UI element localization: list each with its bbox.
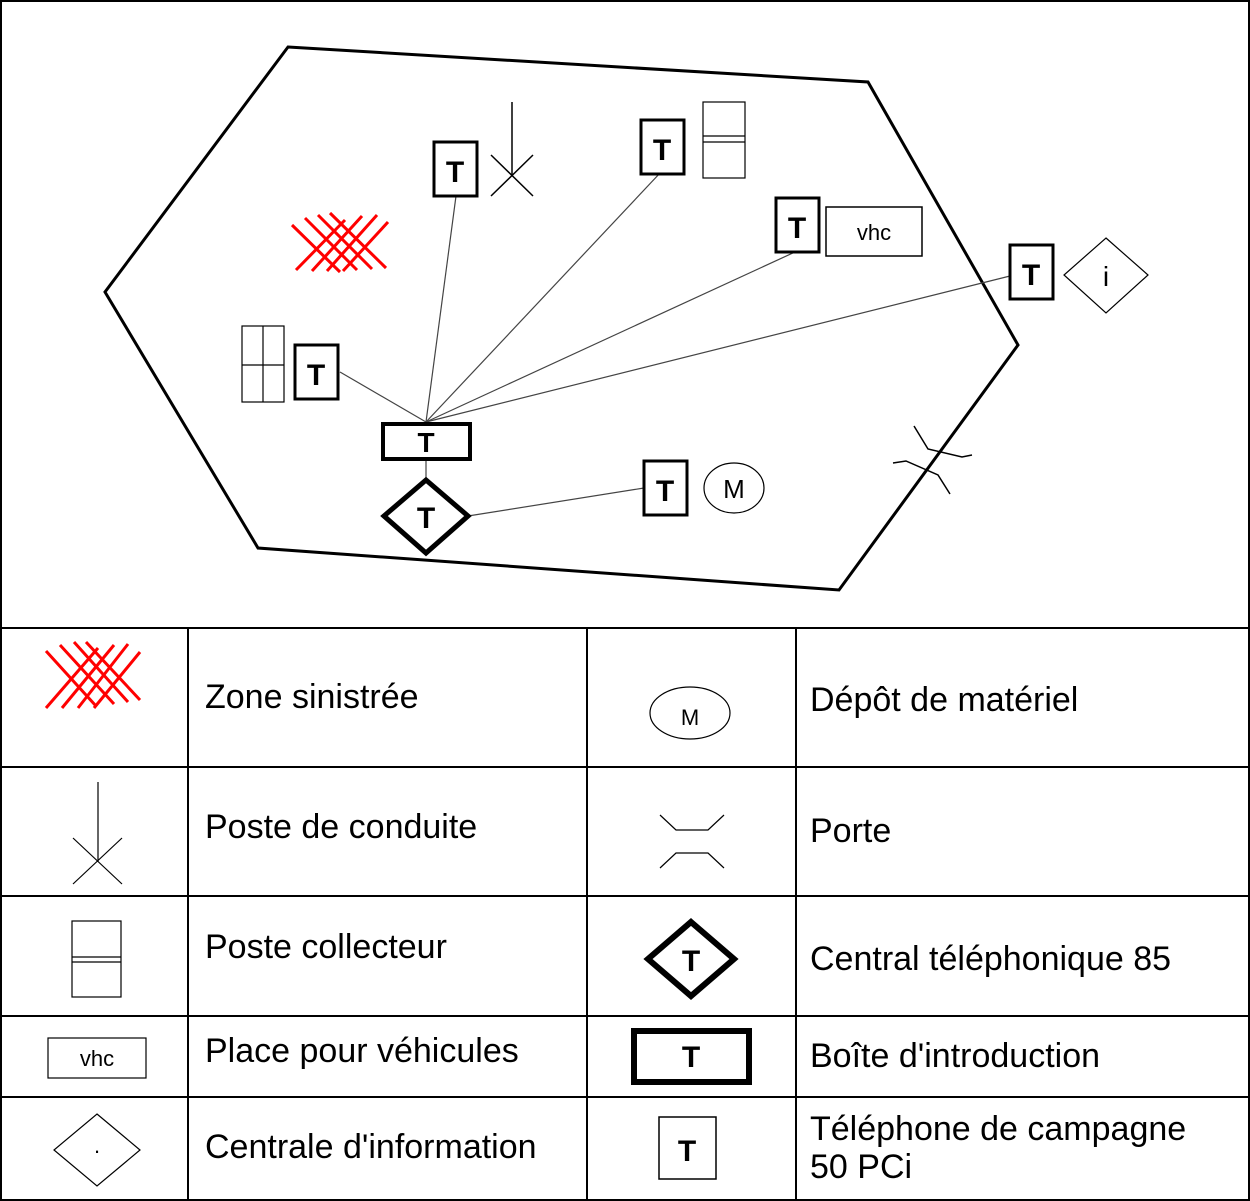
telephone-icon: T (293, 343, 340, 401)
zone-sinistree-symbol (290, 211, 390, 274)
legend-info-symbol: · (53, 1113, 141, 1187)
centrale-information-symbol: i (1063, 237, 1149, 314)
svg-text:T: T (417, 427, 434, 458)
legend-label-poste-conduite: Poste de conduite (205, 808, 478, 846)
legend-poste-conduite-symbol (72, 782, 123, 885)
legend-poste-collecteur-symbol (71, 920, 122, 998)
legend-boite-introduction-symbol: T (631, 1028, 752, 1085)
svg-text:·: · (93, 1138, 100, 1163)
legend-porte-symbol (659, 814, 725, 869)
building-outline (103, 45, 1020, 592)
legend-label-centrale-information: Centrale d'information (205, 1128, 537, 1166)
legend-label-zone-sinistree: Zone sinistrée (205, 678, 419, 716)
place-vehicules-symbol: vhc (825, 206, 923, 257)
legend-label-place-vehicules: Place pour véhicules (205, 1032, 519, 1070)
legend-central-telephonique-symbol: T (643, 918, 739, 1000)
legend-label-central-telephonique: Central téléphonique 85 (810, 940, 1172, 978)
svg-text:T: T (307, 359, 325, 392)
poste-collecteur-4-symbol (241, 325, 285, 403)
svg-text:i: i (1103, 261, 1109, 292)
depot-materiel-symbol: M (703, 462, 765, 514)
legend-telephone-symbol: T (658, 1116, 717, 1180)
poste-collecteur-symbol (702, 101, 746, 179)
svg-text:T: T (1022, 259, 1040, 292)
svg-text:vhc: vhc (80, 1046, 114, 1071)
legend-label-telephone-campagne: Téléphone de campagne 50 PCi (810, 1110, 1187, 1186)
svg-text:T: T (446, 156, 464, 189)
svg-text:vhc: vhc (857, 220, 891, 245)
svg-text:T: T (417, 502, 435, 535)
svg-text:M: M (723, 474, 745, 504)
telephone-icon: T (432, 140, 479, 198)
telephone-icon: T (639, 118, 686, 176)
boite-introduction-symbol: T (381, 422, 472, 461)
telephone-icon: T (774, 196, 821, 254)
legend-label-porte: Porte (810, 812, 892, 850)
telephone-icon: T (1008, 243, 1055, 301)
legend-depot-symbol: M (649, 686, 731, 740)
connection-lines (339, 171, 1011, 517)
central-telephonique-symbol: T (380, 476, 472, 557)
legend-label-poste-collecteur: Poste collecteur (205, 928, 447, 966)
legend-vhc-symbol: vhc (47, 1037, 147, 1079)
legend-label-depot-materiel: Dépôt de matériel (810, 681, 1079, 719)
svg-text:M: M (681, 705, 699, 730)
poste-de-conduite-symbol (490, 102, 534, 197)
legend-label-boite-introduction: Boîte d'introduction (810, 1037, 1101, 1075)
telephone-icon: T (642, 459, 689, 517)
svg-text:T: T (656, 475, 674, 508)
legend-fire-symbol (44, 640, 142, 709)
svg-text:T: T (678, 1135, 696, 1168)
svg-text:T: T (682, 1041, 700, 1074)
svg-text:T: T (682, 945, 700, 978)
svg-text:T: T (653, 134, 671, 167)
svg-text:T: T (788, 212, 806, 245)
porte-symbol (892, 425, 973, 495)
